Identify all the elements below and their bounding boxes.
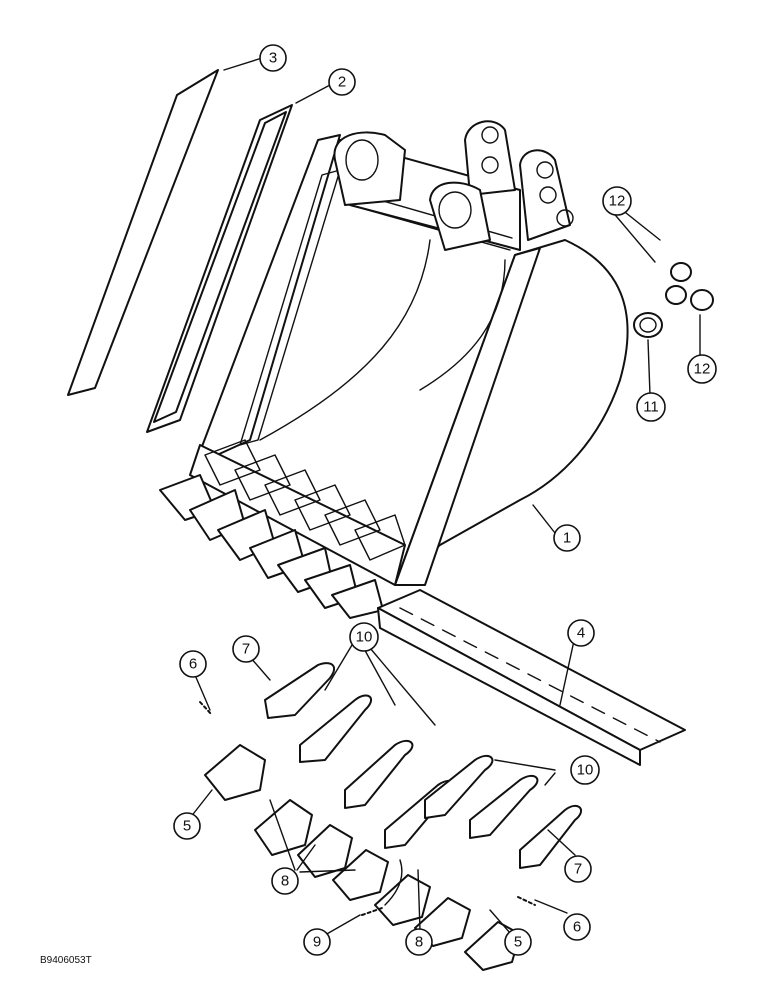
svg-text:8: 8	[281, 873, 289, 890]
callout-12-bottom: 12	[687, 354, 717, 384]
bucket-body-1	[189, 120, 629, 586]
svg-text:7: 7	[242, 641, 250, 658]
callout-6-left: 6	[179, 650, 207, 678]
svg-text:5: 5	[514, 934, 522, 951]
bucket-teeth-assembled	[159, 439, 406, 619]
callout-3: 3	[259, 44, 287, 72]
svg-text:1: 1	[563, 530, 571, 547]
svg-text:6: 6	[189, 656, 197, 673]
callout-8-bottom: 8	[405, 928, 433, 956]
callout-1: 1	[553, 524, 581, 552]
callout-9: 9	[303, 928, 331, 956]
svg-text:5: 5	[183, 818, 191, 835]
svg-text:11: 11	[643, 399, 659, 416]
retainer-pins	[199, 701, 536, 916]
svg-text:10: 10	[577, 762, 594, 779]
leader-lines	[189, 57, 701, 936]
svg-text:4: 4	[577, 625, 585, 642]
callout-10-top: 10	[349, 622, 379, 652]
callout-7-right: 7	[564, 855, 592, 883]
svg-text:6: 6	[573, 919, 581, 936]
svg-text:8: 8	[415, 934, 423, 951]
svg-text:9: 9	[313, 934, 321, 951]
side-cutter-plate-3	[67, 69, 219, 396]
callout-8-left: 8	[271, 867, 299, 895]
bushing-11	[633, 312, 663, 338]
callout-6-right: 6	[563, 913, 591, 941]
svg-text:7: 7	[574, 861, 582, 878]
figure-reference-code: B9406053T	[40, 955, 92, 966]
callout-5-left: 5	[173, 812, 201, 840]
callout-12-top: 12	[602, 186, 632, 216]
svg-text:2: 2	[338, 74, 346, 91]
callout-7-left: 7	[232, 635, 260, 663]
bushing-12	[665, 262, 714, 311]
svg-text:10: 10	[356, 629, 373, 646]
callout-5-right: 5	[504, 928, 532, 956]
tooth-adapters-10	[264, 662, 582, 869]
svg-text:12: 12	[609, 193, 626, 210]
callout-4: 4	[567, 619, 595, 647]
callout-2: 2	[328, 68, 356, 96]
cutting-edge-4	[377, 589, 686, 766]
svg-text:3: 3	[269, 50, 277, 67]
side-cutter-plate-2	[146, 104, 293, 433]
callout-10-right: 10	[570, 755, 600, 785]
callout-11: 11	[636, 392, 666, 422]
svg-text:12: 12	[694, 361, 711, 378]
